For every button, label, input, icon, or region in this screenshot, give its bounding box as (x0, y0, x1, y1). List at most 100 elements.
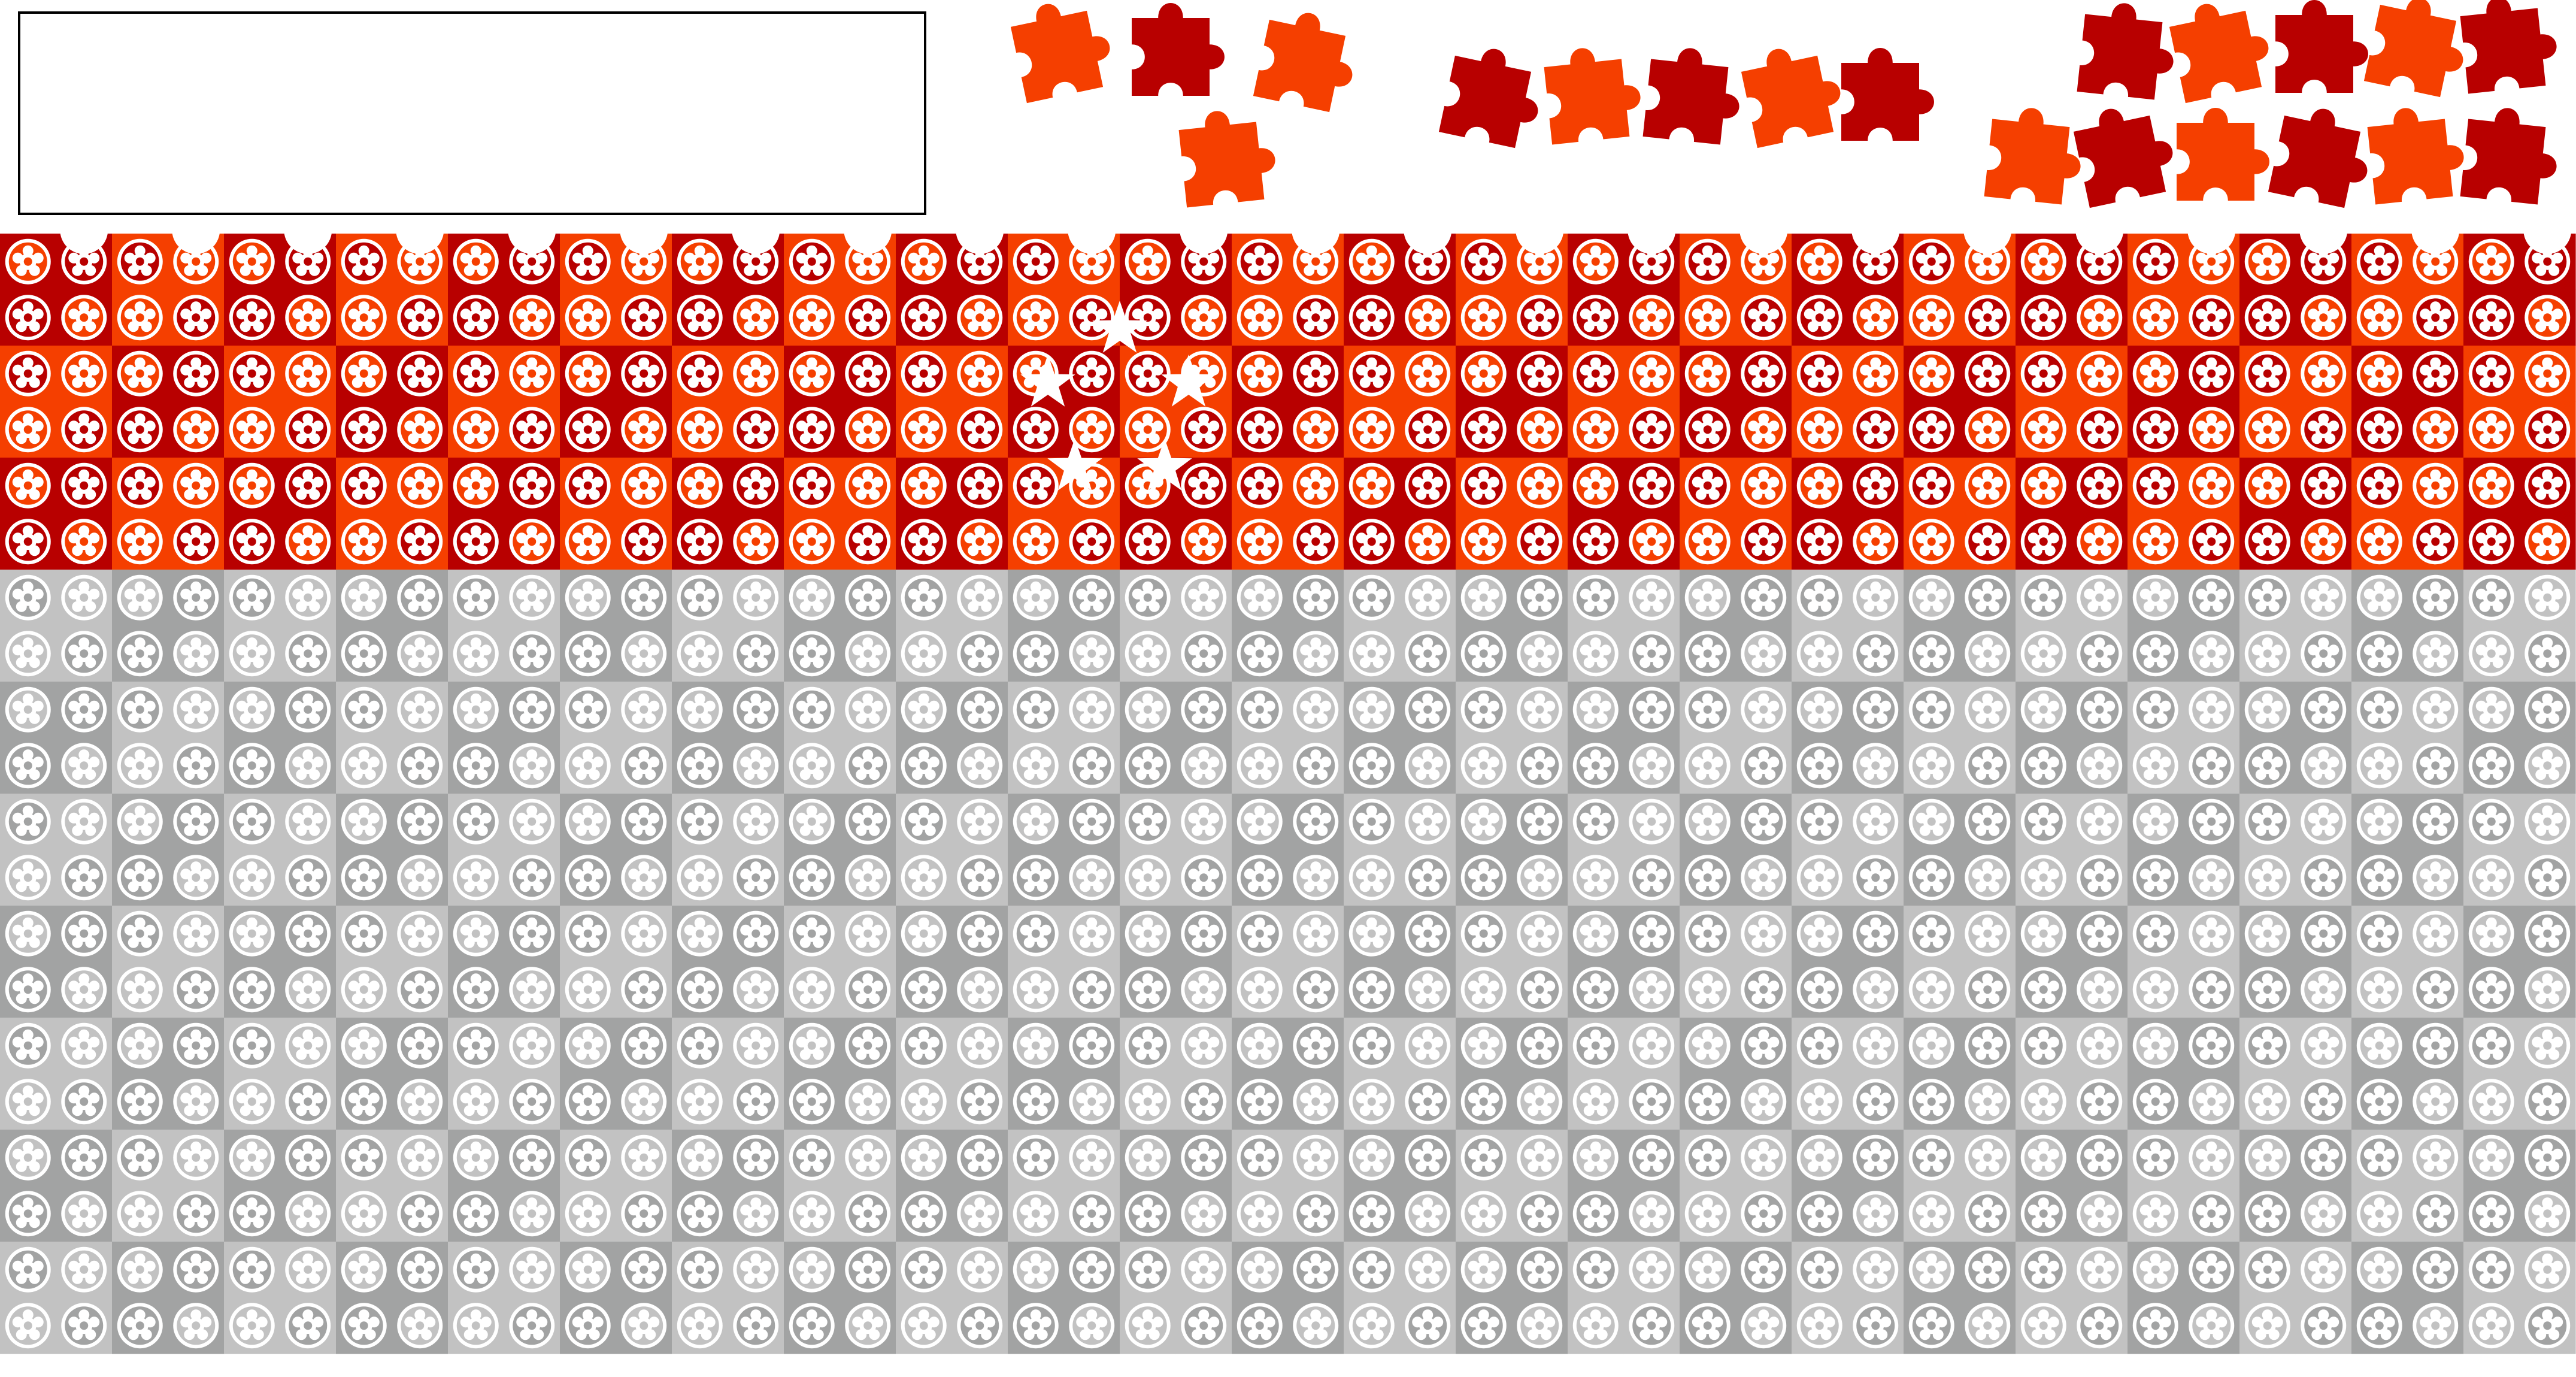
flower-icon (229, 686, 275, 733)
flower-icon (789, 686, 835, 733)
flower-icon (789, 295, 835, 341)
edge-notch (1963, 206, 2012, 254)
flower-icon (5, 295, 51, 341)
jigsaw-piece-icon[interactable] (2366, 102, 2468, 205)
flower-icon (2244, 1134, 2290, 1181)
flower-icon (2468, 743, 2514, 789)
flower-icon (341, 686, 387, 733)
flower-icon (1293, 1246, 1339, 1293)
flower-icon (1237, 1022, 1283, 1069)
flower-icon (2468, 519, 2514, 565)
flower-icon (1741, 967, 1787, 1013)
flower-icon (1125, 686, 1171, 733)
flower-icon (2413, 519, 2459, 565)
flower-icon (957, 574, 1003, 621)
flower-icon (173, 686, 219, 733)
flower-icon (2356, 519, 2402, 565)
flower-icon (1013, 743, 1059, 789)
flower-icon (2413, 743, 2459, 789)
flower-icon (621, 1022, 667, 1069)
jigsaw-piece-icon[interactable] (2459, 0, 2560, 94)
jigsaw-piece-icon[interactable] (1984, 104, 2086, 206)
flower-icon (1908, 1246, 1954, 1293)
flower-icon (61, 855, 107, 901)
jigsaw-piece-icon[interactable] (2268, 101, 2378, 211)
flower-icon (2244, 855, 2290, 901)
flower-icon (1572, 1303, 1619, 1349)
flower-icon (1853, 967, 1899, 1013)
flower-icon (901, 686, 947, 733)
flower-icon (1517, 462, 1563, 509)
flower-icon (1125, 574, 1171, 621)
flower-icon (1181, 1191, 1227, 1237)
jigsaw-piece-icon[interactable] (2275, 0, 2368, 93)
board-cells (0, 234, 2576, 1354)
flower-icon (1125, 519, 1171, 565)
flower-icon (2132, 1303, 2178, 1349)
flower-icon (1796, 631, 1842, 677)
flower-icon (1796, 967, 1842, 1013)
flower-icon (5, 1022, 51, 1069)
flower-icon (1013, 686, 1059, 733)
flower-icon (845, 1079, 891, 1125)
flower-icon (397, 350, 443, 397)
jigsaw-piece-icon[interactable] (2460, 104, 2562, 206)
piece-tray[interactable] (1008, 0, 2562, 211)
flower-icon (1013, 1303, 1059, 1349)
flower-icon (341, 462, 387, 509)
jigsaw-piece-icon[interactable] (1542, 43, 1644, 145)
flower-icon (341, 1079, 387, 1125)
flower-icon (1293, 967, 1339, 1013)
jigsaw-piece-icon[interactable] (2177, 108, 2269, 201)
jigsaw-piece-icon[interactable] (1738, 38, 1848, 149)
jigsaw-piece-icon[interactable] (2077, 0, 2179, 101)
jigsaw-piece-icon[interactable] (1841, 48, 1934, 141)
jigsaw-piece-icon[interactable] (1438, 41, 1549, 151)
flower-icon (1796, 238, 1842, 285)
flower-icon (1181, 1303, 1227, 1349)
flower-icon (173, 1134, 219, 1181)
flower-icon (901, 1022, 947, 1069)
flower-icon (2132, 1134, 2178, 1181)
jigsaw-piece-icon[interactable] (1642, 44, 1745, 146)
flower-icon (2132, 574, 2178, 621)
flower-icon (733, 1079, 779, 1125)
flower-icon (1237, 1303, 1283, 1349)
flower-icon (565, 686, 611, 733)
flower-icon (1069, 1246, 1115, 1293)
flower-icon (1741, 519, 1787, 565)
flower-icon (2356, 798, 2402, 845)
flower-icon (1965, 407, 2011, 453)
flower-icon (1741, 1134, 1787, 1181)
jigsaw-piece-icon[interactable] (2363, 0, 2474, 100)
flower-icon (565, 1246, 611, 1293)
flower-icon (845, 631, 891, 677)
flower-icon (117, 1246, 163, 1293)
jigsaw-piece-icon[interactable] (1177, 105, 1279, 208)
flower-icon (565, 1079, 611, 1125)
flower-icon (677, 574, 723, 621)
flower-icon (2244, 1191, 2290, 1237)
jigsaw-piece-icon[interactable] (2166, 0, 2277, 104)
flower-icon (1013, 798, 1059, 845)
flower-icon (1013, 1246, 1059, 1293)
jigsaw-piece-icon[interactable] (1132, 3, 1225, 96)
jigsaw-piece-icon[interactable] (2071, 98, 2181, 208)
jigsaw-piece-icon[interactable] (1008, 0, 1118, 104)
flower-icon (1069, 631, 1115, 677)
answer-box[interactable] (18, 11, 926, 215)
flower-icon (341, 967, 387, 1013)
flower-icon (173, 350, 219, 397)
flower-icon (845, 1022, 891, 1069)
flower-icon (1125, 1246, 1171, 1293)
flower-icon (2468, 574, 2514, 621)
flower-icon (1796, 350, 1842, 397)
flower-icon (733, 910, 779, 957)
flower-icon (2356, 855, 2402, 901)
edge-notch (2523, 1357, 2571, 1377)
edge-notch (1292, 206, 1340, 254)
jigsaw-piece-icon[interactable] (1253, 5, 1363, 115)
flower-icon (2020, 686, 2066, 733)
flower-icon (957, 855, 1003, 901)
flower-icon (229, 462, 275, 509)
